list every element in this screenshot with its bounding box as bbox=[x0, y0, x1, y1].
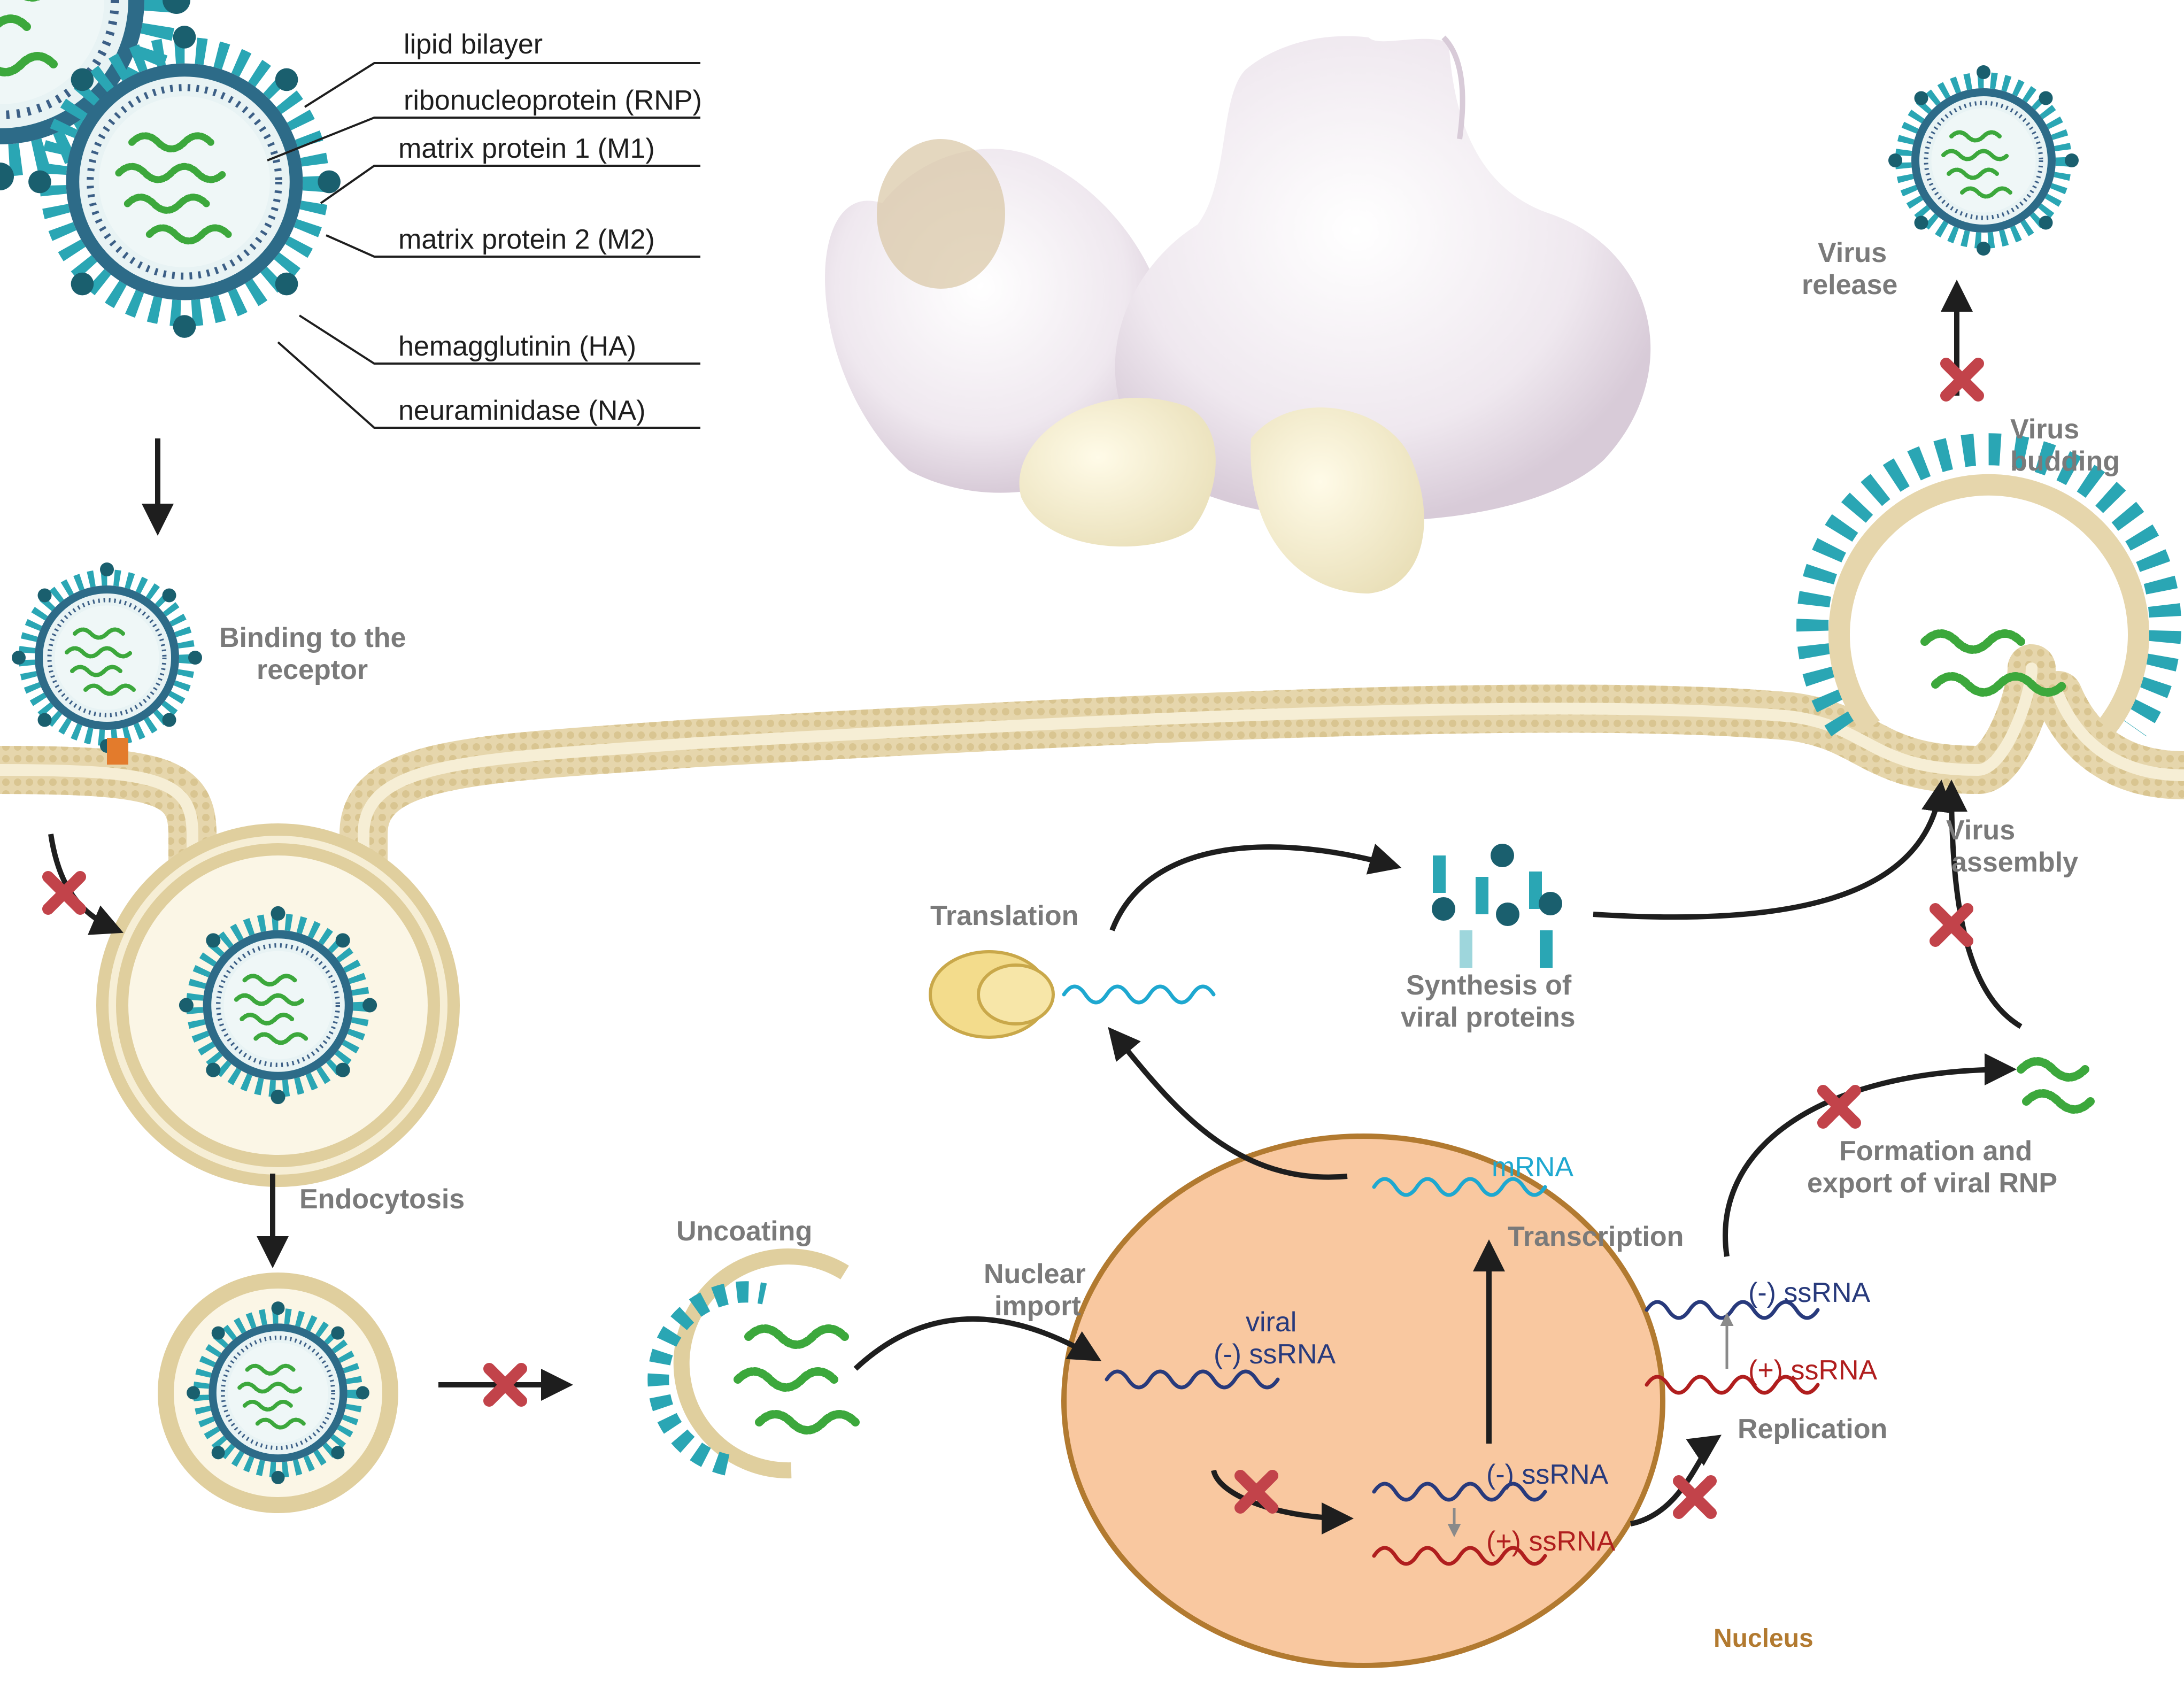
step-formation-2: export of viral RNP bbox=[1807, 1168, 2057, 1199]
garlic-photo bbox=[825, 35, 1651, 593]
pathway-arrows bbox=[48, 280, 2023, 1535]
step-release-2: release bbox=[1802, 269, 1897, 300]
step-uncoating: Uncoating bbox=[676, 1216, 812, 1247]
endosome-virion bbox=[187, 1301, 369, 1484]
rna-strands bbox=[1062, 984, 1820, 1566]
step-binding-2: receptor bbox=[257, 654, 368, 685]
step-transcription: Transcription bbox=[1508, 1221, 1684, 1252]
step-formation-1: Formation and bbox=[1839, 1136, 2032, 1167]
viral-rna-label-1: viral bbox=[1246, 1307, 1296, 1338]
label-m2: matrix protein 2 (M2) bbox=[398, 224, 655, 255]
receptor bbox=[107, 738, 128, 765]
released-virion bbox=[1888, 65, 2079, 256]
step-replication: Replication bbox=[1738, 1414, 1887, 1445]
mrna-label: mRNA bbox=[1492, 1152, 1573, 1183]
label-ha: hemagglutinin (HA) bbox=[398, 331, 636, 362]
labeled-virion bbox=[28, 26, 341, 338]
neg-rna-label-right: (-) ssRNA bbox=[1748, 1277, 1871, 1308]
endocytosed-virion bbox=[179, 906, 377, 1104]
nucleus bbox=[1061, 1133, 1665, 1668]
step-budding-1: Virus bbox=[2010, 414, 2079, 445]
step-budding-2: budding bbox=[2010, 446, 2120, 477]
step-endocytosis: Endocytosis bbox=[299, 1184, 465, 1215]
uncoating-vesicle bbox=[647, 1248, 860, 1479]
viral-rna-label-2: (-) ssRNA bbox=[1214, 1339, 1336, 1370]
ribosome bbox=[929, 950, 1055, 1039]
label-m1: matrix protein 1 (M1) bbox=[398, 133, 655, 164]
step-nuclear-import-1: Nuclear bbox=[984, 1259, 1086, 1290]
pos-rna-label-right: (+) ssRNA bbox=[1748, 1355, 1878, 1386]
budding-virion bbox=[1796, 433, 2181, 737]
step-nuclear-import-2: import bbox=[994, 1291, 1081, 1322]
pos-rna-label-center: (+) ssRNA bbox=[1486, 1526, 1616, 1557]
inhibition-marks bbox=[42, 358, 1984, 1519]
binding-virion bbox=[12, 562, 202, 753]
label-leaders bbox=[267, 62, 700, 429]
step-synthesis-1: Synthesis of bbox=[1406, 970, 1572, 1001]
neg-rna-label-center: (-) ssRNA bbox=[1486, 1459, 1609, 1490]
nucleus-label: Nucleus bbox=[1714, 1624, 1813, 1653]
step-binding-1: Binding to the bbox=[219, 622, 406, 653]
step-release-1: Virus bbox=[1818, 237, 1887, 268]
label-na: neuraminidase (NA) bbox=[398, 395, 645, 426]
label-lipid-bilayer: lipid bilayer bbox=[404, 29, 543, 60]
viral-proteins-cluster bbox=[1432, 844, 1562, 968]
rnp-cluster bbox=[2017, 1057, 2095, 1114]
step-synthesis-2: viral proteins bbox=[1401, 1002, 1576, 1033]
step-translation: Translation bbox=[930, 900, 1078, 931]
step-assembly-2: assembly bbox=[1951, 847, 2078, 878]
label-rnp: ribonucleoprotein (RNP) bbox=[404, 85, 702, 116]
step-assembly-1: Virus bbox=[1946, 815, 2015, 846]
